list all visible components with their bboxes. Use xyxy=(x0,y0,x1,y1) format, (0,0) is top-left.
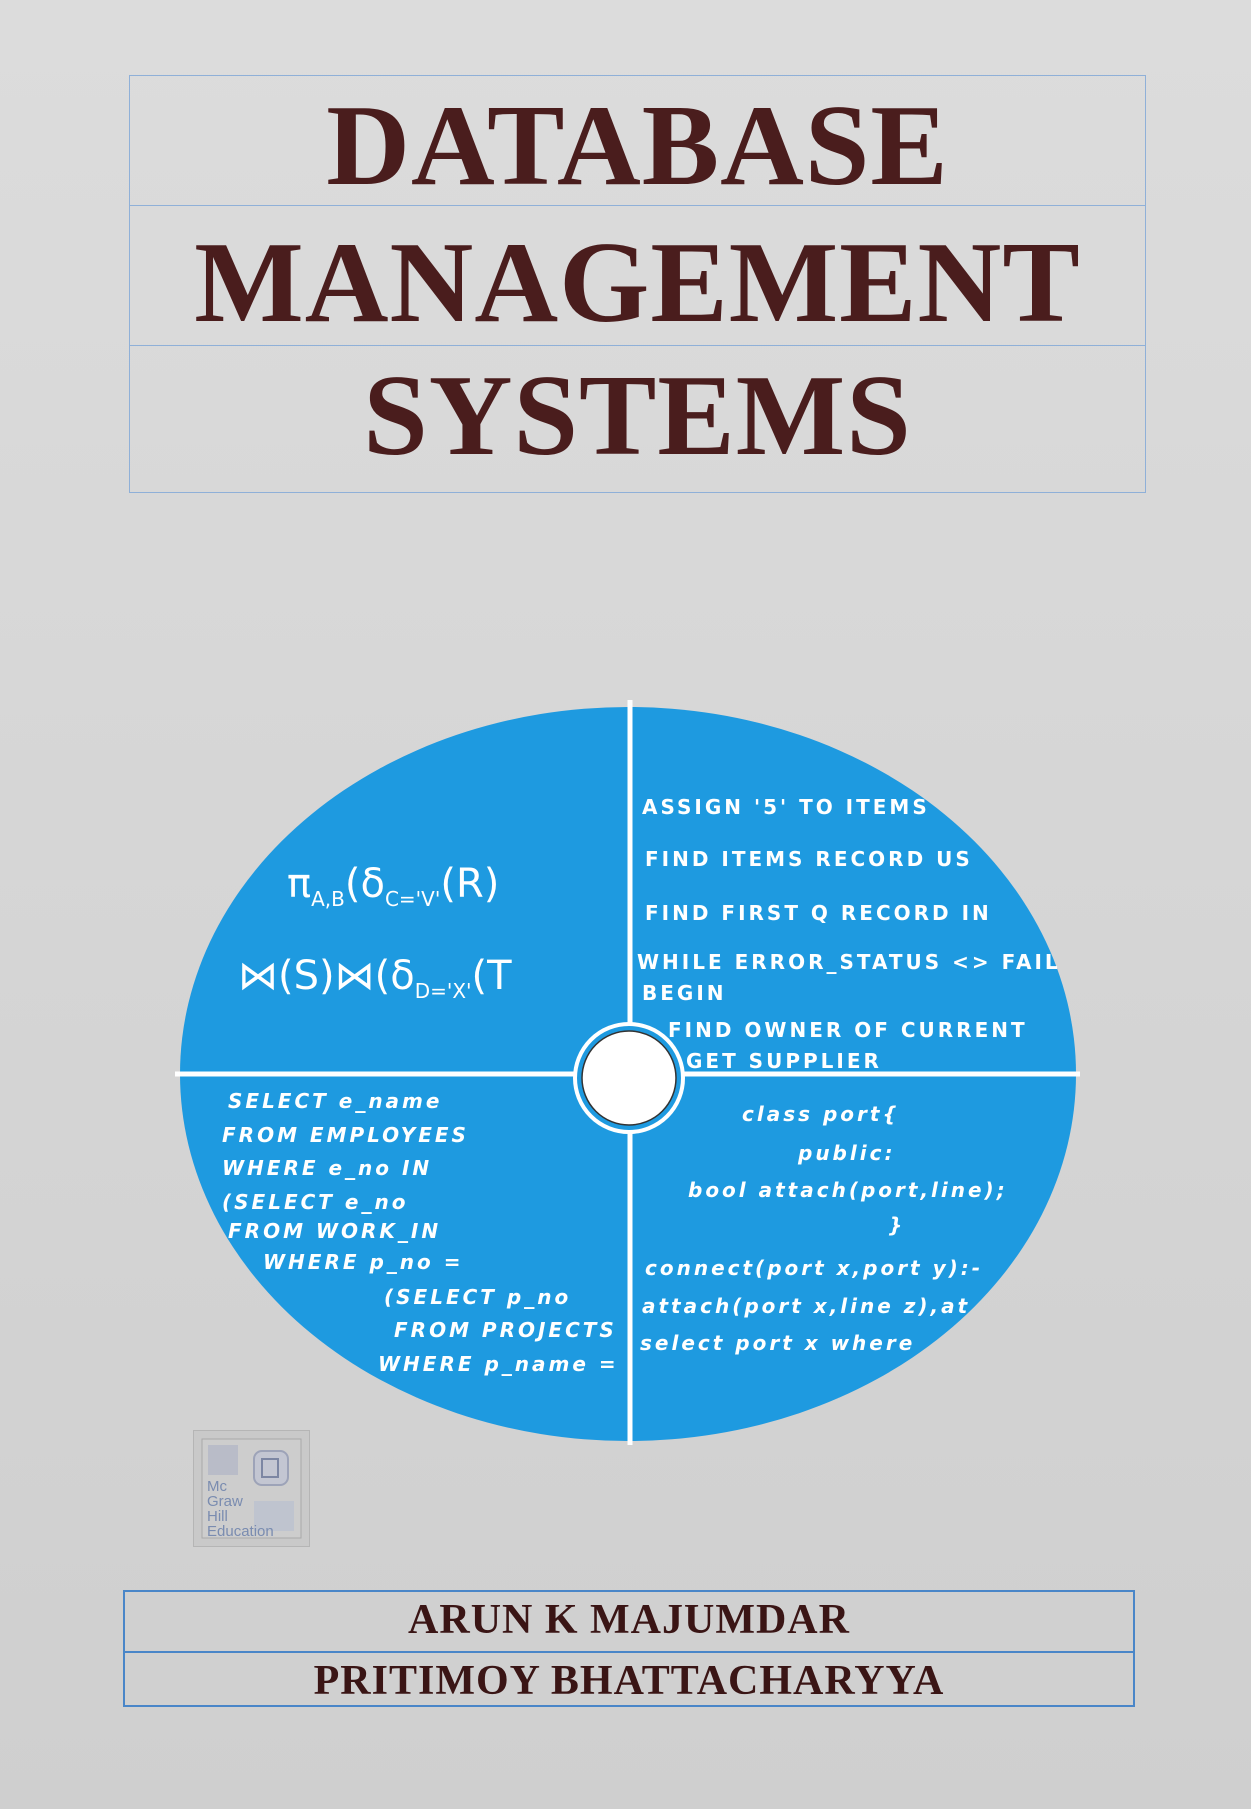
sql-line: WHERE p_no = xyxy=(263,1250,464,1274)
sigma-2-subscript: D='X' xyxy=(414,979,472,1003)
title-line-2: MANAGEMENT xyxy=(194,219,1081,347)
title-divider-1 xyxy=(129,205,1146,206)
author-divider xyxy=(123,1651,1135,1653)
title-divider-2 xyxy=(129,345,1146,346)
dbtg-line: BEGIN xyxy=(642,981,727,1005)
sql-line: WHERE e_no IN xyxy=(222,1156,433,1180)
title-frame xyxy=(129,75,1146,493)
dbtg-line: FIND OWNER OF CURRENT xyxy=(668,1018,1028,1042)
oo-code-line: class port{ xyxy=(742,1102,900,1126)
sql-line: (SELECT e_no xyxy=(222,1190,409,1214)
publisher-logo-text: Mc Graw Hill Education xyxy=(207,1478,274,1540)
sigma-2-rest: (T xyxy=(471,953,512,999)
oo-code-line: attach(port x,line z),at xyxy=(642,1294,971,1318)
author-name-1: ARUN K MAJUMDAR xyxy=(408,1597,850,1643)
dbtg-line: GET SUPPLIER xyxy=(686,1049,882,1073)
oo-code-line: } xyxy=(888,1213,906,1237)
pi-subscript: A,B xyxy=(311,887,345,911)
publisher-logo-mark xyxy=(201,1438,302,1539)
oo-code-line: bool attach(port,line); xyxy=(688,1178,1008,1202)
publisher-logo: Mc Graw Hill Education xyxy=(193,1430,310,1547)
sql-line: (SELECT p_no xyxy=(384,1285,572,1309)
sigma-1: (δ xyxy=(344,861,385,907)
sigma-1-rest: (R) xyxy=(440,861,500,907)
dbtg-line: FIND ITEMS RECORD US xyxy=(645,847,973,871)
oo-code-line: public: xyxy=(798,1141,896,1165)
oo-code-line: connect(port x,port y):- xyxy=(645,1256,984,1280)
sigma-1-subscript: C='V' xyxy=(384,887,441,911)
title-line-1: DATABASE xyxy=(326,82,949,210)
sql-line: FROM EMPLOYEES xyxy=(222,1123,469,1147)
title-line-3: SYSTEMS xyxy=(363,352,912,480)
sql-line: FROM PROJECTS xyxy=(394,1318,617,1342)
pi-symbol: π xyxy=(287,861,312,907)
dbtg-line: ASSIGN '5' TO ITEMS xyxy=(642,795,930,819)
sql-line: SELECT e_name xyxy=(228,1089,443,1113)
relational-algebra-line-1: πA,B(δC='V'(R) xyxy=(287,860,499,923)
sql-line: WHERE p_name = xyxy=(378,1352,619,1376)
join-row: ⋈(S)⋈(δ xyxy=(238,953,415,999)
oo-code-line: select port x where xyxy=(640,1331,916,1355)
relational-algebra-line-2: ⋈(S)⋈(δD='X'(T xyxy=(238,952,512,1015)
disc-center-hole xyxy=(581,1030,677,1126)
author-frame xyxy=(123,1590,1135,1707)
author-name-2: PRITIMOY BHATTACHARYYA xyxy=(313,1658,945,1704)
sql-line: FROM WORK_IN xyxy=(228,1219,442,1243)
dbtg-line: WHILE ERROR_STATUS <> FAIL xyxy=(637,950,1061,974)
dbtg-line: FIND FIRST Q RECORD IN xyxy=(645,901,992,925)
